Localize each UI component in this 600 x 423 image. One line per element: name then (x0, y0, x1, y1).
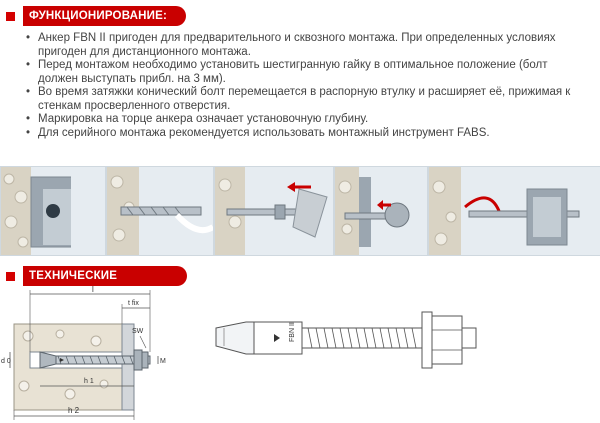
list-item: •Для серийного монтажа рекомендуется исп… (26, 126, 490, 139)
bullet-square-icon (6, 11, 15, 21)
dim-h2-label: h 2 (68, 406, 80, 415)
dim-h1-label: h 1 (84, 378, 94, 385)
section-header-technical: ТЕХНИЧЕСКИЕ ДАННЫЕ: (0, 266, 187, 302)
dim-tfix-label: t fix (128, 300, 139, 307)
dimension-diagram: l t fix SW d 0 M h 1 h 2 (1, 286, 166, 420)
bullet-square-icon (6, 271, 15, 281)
section-header-function: ФУНКЦИОНИРОВАНИЕ: (0, 6, 186, 26)
list-item: •Анкер FBN II пригоден для предварительн… (26, 32, 556, 58)
product-marking: FBN II (289, 322, 296, 342)
installation-steps-strip (0, 162, 600, 256)
step-tighten-panel (334, 166, 428, 256)
dim-m-label: M (160, 358, 166, 365)
section-title-function: ФУНКЦИОНИРОВАНИЕ: (23, 6, 186, 26)
bullet-dot-icon: • (26, 86, 31, 98)
function-bullet-list: •Анкер FBN II пригоден для предварительн… (24, 32, 600, 140)
bullet-dot-icon: • (26, 32, 31, 44)
list-item: •Перед монтажом необходимо установить ше… (26, 59, 548, 85)
step-drill-bit-panel (106, 166, 214, 256)
dim-sw-label: SW (132, 328, 144, 335)
step-finished-panel (428, 166, 600, 256)
dim-d0-label: d 0 (1, 358, 11, 365)
dim-l-label: l (92, 286, 94, 294)
step-drill-panel (0, 166, 106, 256)
step-insert-panel (214, 166, 334, 256)
anchor-product-drawing: FBN II (215, 311, 477, 369)
bullet-dot-icon: • (26, 59, 31, 71)
section-title-technical: ТЕХНИЧЕСКИЕ ДАННЫЕ: (23, 266, 187, 302)
list-item: •Во время затяжки конический болт переме… (26, 86, 571, 112)
bullet-dot-icon: • (26, 113, 31, 125)
list-item: •Маркировка на торце анкера означает уст… (26, 113, 369, 125)
bullet-dot-icon: • (26, 126, 31, 139)
